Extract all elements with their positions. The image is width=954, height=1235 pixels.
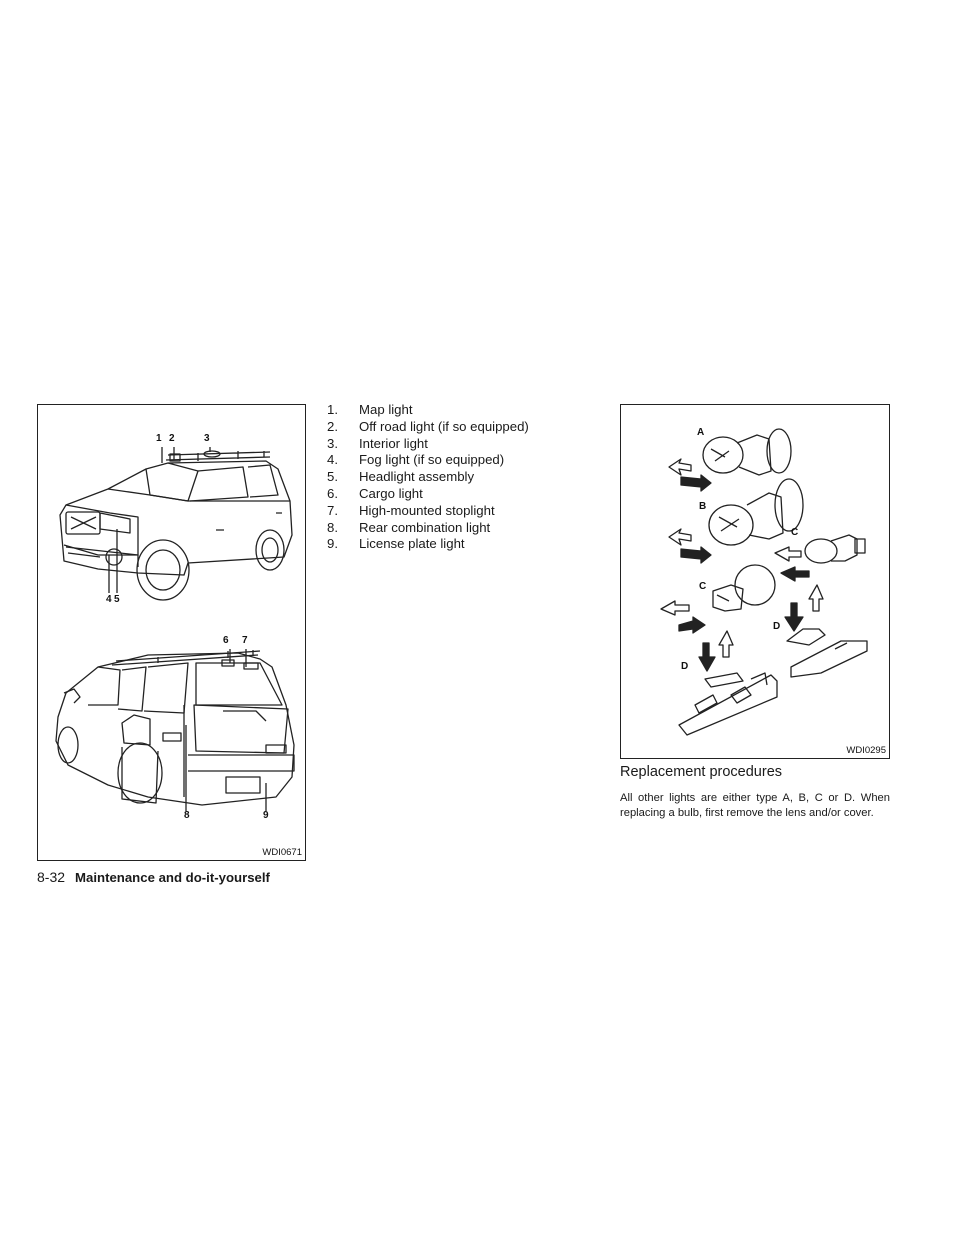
callout-1: 1 — [156, 433, 162, 444]
legend-label: Cargo light — [359, 485, 423, 501]
legend-label: Map light — [359, 402, 413, 417]
figure-code: WDI0295 — [846, 745, 886, 756]
bulb-label-b: B — [699, 501, 707, 512]
callout-7: 7 — [242, 635, 248, 646]
legend-item: 8. Rear combination light — [327, 520, 529, 537]
legend-number: 1. — [327, 402, 338, 417]
legend-label: Headlight assembly — [359, 469, 475, 485]
legend-number: 9. — [327, 536, 338, 552]
legend-number: 3. — [327, 435, 338, 451]
vehicle-illustration — [55, 447, 295, 811]
figure-code: WDI0671 — [262, 847, 302, 858]
callout-8: 8 — [184, 810, 190, 821]
page-number: 8-32 — [37, 869, 66, 885]
legend-item: 1. Map light — [327, 402, 529, 419]
legend-item: 7. High-mounted stoplight — [327, 503, 529, 520]
legend-number: 2. — [327, 418, 338, 434]
legend-number: 7. — [327, 502, 338, 518]
legend-number: 4. — [327, 452, 338, 468]
callout-4: 4 — [106, 594, 112, 605]
legend-label: Interior light — [359, 435, 428, 451]
bulb-label-c: C — [791, 527, 799, 538]
legend-label: Rear combination light — [359, 519, 491, 535]
legend-number: 5. — [327, 469, 338, 485]
callout-9: 9 — [263, 810, 269, 821]
legend-item: 9. License plate light — [327, 536, 529, 553]
legend-label: Off road light (if so equipped) — [359, 418, 529, 434]
legend-item: 3. Interior light — [327, 436, 529, 453]
callout-6: 6 — [223, 635, 229, 646]
bulb-label-d: D — [773, 621, 781, 632]
vehicle-lights-figure: 1 2 3 4 5 6 7 8 9 WDI0671 — [37, 404, 306, 861]
legend-item: 2. Off road light (if so equipped) — [327, 419, 529, 436]
callout-3: 3 — [204, 433, 210, 444]
legend-label: Fog light (if so equipped) — [359, 452, 505, 468]
legend-item: 5. Headlight assembly — [327, 469, 529, 486]
bulb-label-d: D — [681, 661, 689, 672]
section-title: Maintenance and do-it-yourself — [75, 870, 270, 885]
callout-5: 5 — [114, 594, 120, 605]
legend-number: 6. — [327, 485, 338, 501]
legend-number: 8. — [327, 519, 338, 535]
section-heading: Replacement procedures — [620, 764, 783, 780]
page-footer: 8-32 Maintenance and do-it-yourself — [37, 869, 270, 885]
bulb-types-figure: A B C C D D WDI0295 — [620, 404, 890, 759]
bulb-label-a: A — [697, 427, 705, 438]
legend-item: 4. Fog light (if so equipped) — [327, 452, 529, 469]
bulb-label-c: C — [699, 581, 707, 592]
legend-label: High-mounted stoplight — [359, 502, 495, 518]
callout-2: 2 — [169, 433, 175, 444]
legend-item: 6. Cargo light — [327, 486, 529, 503]
legend-label: License plate light — [359, 536, 465, 552]
light-legend: 1. Map light 2. Off road light (if so equi… — [327, 402, 529, 553]
bulb-illustration — [660, 428, 868, 736]
body-paragraph: All other lights are either type A, B, C… — [620, 792, 890, 819]
